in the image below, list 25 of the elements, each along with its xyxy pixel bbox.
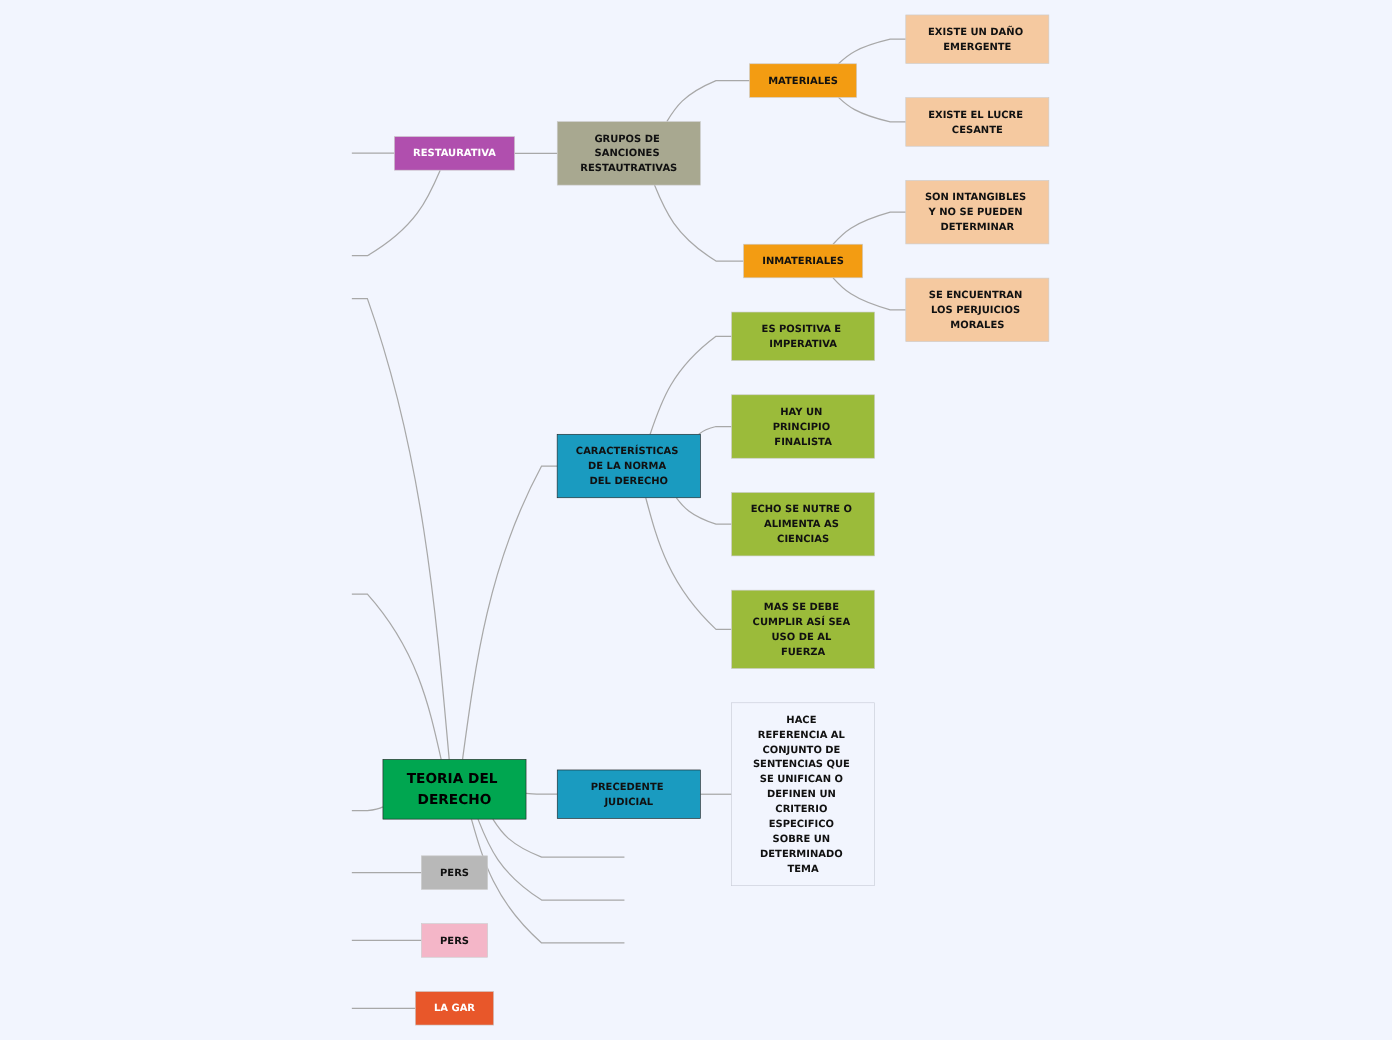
connector xyxy=(645,497,733,630)
connector xyxy=(832,277,907,311)
connector xyxy=(351,872,422,874)
connector xyxy=(514,152,558,154)
connector xyxy=(351,298,450,760)
connector xyxy=(461,465,558,760)
connector xyxy=(351,169,441,257)
connector xyxy=(653,184,745,262)
connector xyxy=(477,818,626,901)
connector xyxy=(351,1007,416,1009)
connector xyxy=(675,497,733,525)
connector xyxy=(470,818,626,944)
connector xyxy=(832,211,907,245)
connector xyxy=(351,806,384,812)
connector xyxy=(351,939,422,942)
connector xyxy=(492,818,626,858)
connector xyxy=(351,152,395,154)
connector xyxy=(698,425,733,435)
connector xyxy=(351,593,442,760)
connector xyxy=(699,793,733,795)
connector xyxy=(837,38,907,65)
connector xyxy=(666,79,751,123)
connector xyxy=(649,335,733,435)
connector xyxy=(525,792,558,795)
connector xyxy=(837,96,907,123)
